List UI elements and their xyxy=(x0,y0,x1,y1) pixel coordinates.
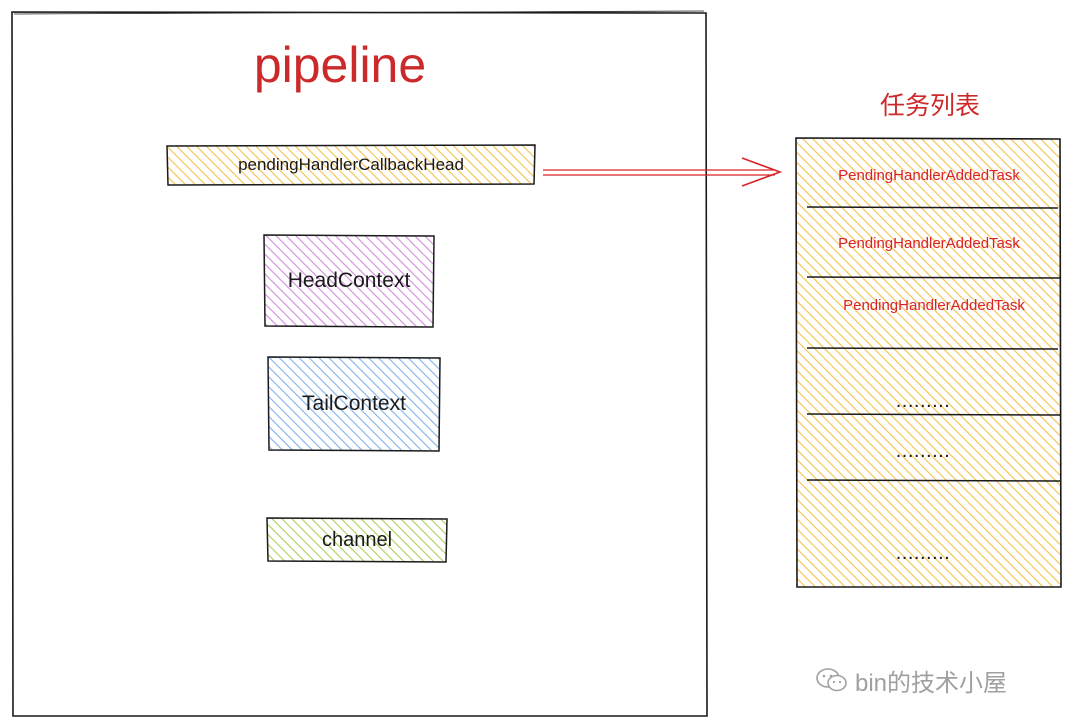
tail-context-box xyxy=(267,356,441,452)
channel-label: channel xyxy=(321,528,393,551)
channel-box xyxy=(266,517,448,563)
task-ellipsis: ......... xyxy=(895,541,951,564)
task-item: PendingHandlerAddedTask xyxy=(838,166,1020,184)
wechat-icon xyxy=(816,668,847,692)
diagram-title: pipeline xyxy=(253,37,427,93)
task-list-title: 任务列表 xyxy=(879,92,980,120)
pointer-arrow xyxy=(543,157,783,187)
task-item: PendingHandlerAddedTask xyxy=(843,296,1025,314)
watermark-text: bin的技术小屋 xyxy=(855,669,1008,697)
pending-head-box xyxy=(166,144,536,186)
watermark: bin的技术小屋 xyxy=(815,660,1065,700)
head-context-label: HeadContext xyxy=(287,269,411,292)
task-item: PendingHandlerAddedTask xyxy=(838,234,1020,252)
task-list-box xyxy=(795,137,1062,588)
tail-context-label: TailContext xyxy=(302,392,406,415)
task-ellipsis: ......... xyxy=(895,389,951,412)
pending-head-label: pendingHandlerCallbackHead xyxy=(238,155,464,174)
task-ellipsis: ......... xyxy=(895,439,951,462)
pipeline-box xyxy=(11,10,708,717)
head-context-box xyxy=(263,234,435,328)
